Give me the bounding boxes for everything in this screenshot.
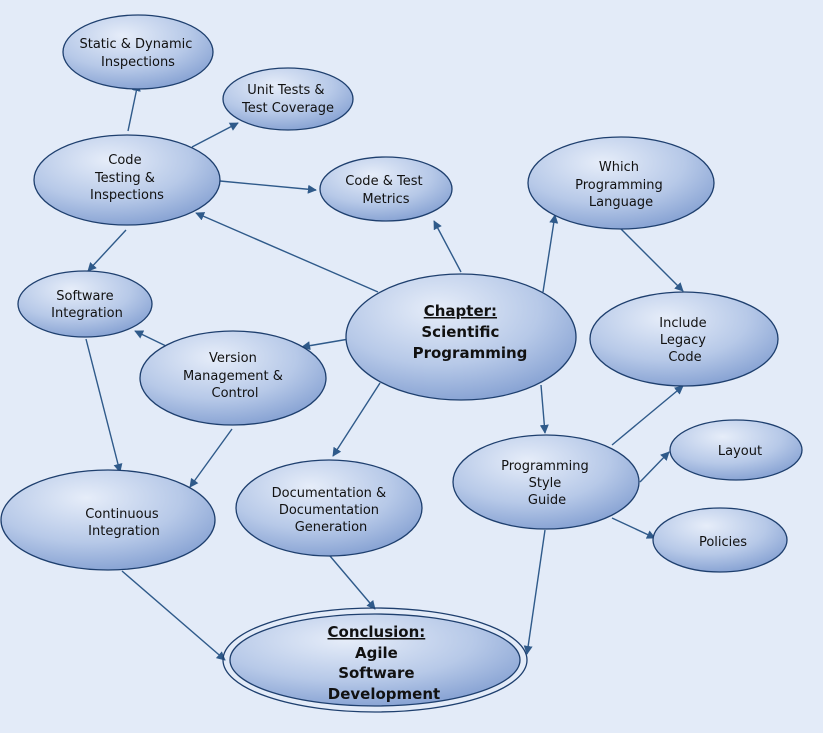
svg-text:Conclusion: Agile: Conclusion: Agile Software Development — [328, 623, 441, 703]
node-label: Legacy — [660, 333, 706, 348]
arrow-chapter-to-style-guide — [539, 384, 549, 434]
node-programming-style-guide: Programming Style Guide — [452, 434, 640, 530]
arrow-continuous-integration-to-conclusion — [121, 570, 226, 661]
svg-text:Code Testing & Ins: Code Testing & Inspections — [90, 153, 164, 203]
chapter-heading: Chapter: — [424, 302, 497, 320]
arrow-code-testing-to-static-dynamic — [127, 82, 141, 132]
node-chapter-scientific-programming: Chapter: Scientific Programming — [345, 273, 577, 401]
svg-text:Layout: Layout — [718, 444, 762, 459]
arrow-code-testing-to-software-integration — [87, 229, 127, 272]
node-label: Code — [668, 350, 701, 365]
svg-text:Software Integration: Software Integration — [51, 289, 123, 321]
arrow-documentation-to-conclusion — [329, 555, 376, 610]
node-label: Documentation & — [272, 486, 387, 501]
svg-text:Documentation & Document: Documentation & Documentation Generation — [272, 486, 391, 535]
node-label: Management & — [183, 369, 283, 384]
arrow-chapter-to-code-test-metrics — [433, 220, 462, 273]
arrow-style-guide-to-layout — [639, 451, 670, 483]
node-label: Style — [529, 476, 562, 491]
node-software-integration: Software Integration — [17, 270, 153, 338]
arrow-style-guide-to-legacy-code — [611, 385, 684, 446]
node-label: Generation — [295, 520, 368, 535]
node-label: Testing & — [94, 171, 155, 186]
arrow-style-guide-to-conclusion — [523, 529, 546, 655]
node-label: Static & Dynamic — [79, 37, 192, 52]
node-label: Metrics — [362, 192, 409, 207]
node-label: Inspections — [101, 55, 175, 70]
node-label: Agile — [355, 644, 398, 662]
svg-text:Chapter: Scientific: Chapter: Scientific Programming — [413, 302, 528, 362]
arrow-style-guide-to-policies — [611, 517, 656, 539]
arrow-software-integration-to-continuous-integration — [85, 338, 123, 473]
node-label: Programming — [501, 459, 589, 474]
arrow-chapter-to-documentation — [332, 382, 381, 457]
node-conclusion-agile-software-development: Conclusion: Agile Software Development — [222, 607, 528, 713]
arrow-chapter-to-version-management — [301, 338, 350, 351]
node-label: Development — [328, 685, 440, 703]
node-label: Layout — [718, 444, 762, 459]
node-code-testing-inspections: Code Testing & Inspections — [33, 134, 221, 226]
svg-text:Unit Tests & Test Covera: Unit Tests & Test Coverage — [241, 83, 334, 116]
node-static-dynamic-inspections: Static & Dynamic Inspections — [62, 14, 214, 90]
node-label: Control — [212, 386, 259, 401]
node-label: Code — [108, 153, 141, 168]
node-label: Which — [599, 160, 639, 175]
node-version-management-control: Version Management & Control — [139, 330, 327, 426]
arrow-version-management-to-continuous-integration — [189, 428, 233, 488]
node-layout: Layout — [669, 419, 803, 481]
svg-text:Continuous Integration: Continuous Integration — [85, 507, 163, 539]
node-label: Language — [589, 195, 653, 210]
node-label: Code & Test — [345, 174, 422, 189]
arrow-code-testing-to-code-test-metrics — [219, 180, 317, 194]
node-label: Include — [659, 316, 706, 331]
node-label: Unit Tests & — [247, 83, 324, 98]
node-label: Inspections — [90, 188, 164, 203]
node-label: Scientific — [421, 323, 499, 341]
node-label: Programming — [575, 178, 663, 193]
svg-text:Programming Style: Programming Style Guide — [501, 459, 593, 508]
node-label: Integration — [88, 524, 160, 539]
arrow-chapter-to-which-language — [542, 214, 559, 293]
node-unit-tests-test-coverage: Unit Tests & Test Coverage — [222, 67, 354, 131]
node-label: Software — [338, 664, 414, 682]
svg-text:Static & Dynamic Inspect: Static & Dynamic Inspections — [79, 37, 196, 70]
node-label: Continuous — [85, 507, 159, 522]
node-label: Test Coverage — [241, 101, 334, 116]
svg-text:Policies: Policies — [699, 535, 747, 550]
svg-text:Version Management &: Version Management & Control — [183, 351, 287, 401]
node-documentation-generation: Documentation & Documentation Generation — [235, 459, 423, 557]
node-label: Guide — [528, 493, 566, 508]
node-continuous-integration: Continuous Integration — [0, 469, 216, 571]
node-include-legacy-code: Include Legacy Code — [589, 291, 779, 387]
svg-text:Include Legacy Cod: Include Legacy Code — [659, 316, 710, 365]
svg-text:Which Programming: Which Programming Language — [575, 160, 667, 210]
node-which-programming-language: Which Programming Language — [527, 136, 715, 230]
node-label: Documentation — [279, 503, 379, 518]
arrow-code-testing-to-unit-tests — [191, 122, 239, 148]
node-label: Version — [209, 351, 257, 366]
conclusion-heading: Conclusion: — [328, 623, 426, 641]
arrow-version-management-to-software-integration — [134, 330, 167, 347]
arrow-chapter-to-code-testing — [195, 212, 379, 293]
node-label: Policies — [699, 535, 747, 550]
node-code-test-metrics: Code & Test Metrics — [319, 156, 453, 222]
arrow-which-language-to-legacy-code — [620, 228, 684, 292]
node-label: Software — [56, 289, 113, 304]
svg-text:Code & Test Metrics: Code & Test Metrics — [345, 174, 426, 207]
node-label: Programming — [413, 344, 528, 362]
node-policies: Policies — [652, 507, 788, 573]
node-label: Integration — [51, 306, 123, 321]
edge-layer — [85, 82, 684, 661]
